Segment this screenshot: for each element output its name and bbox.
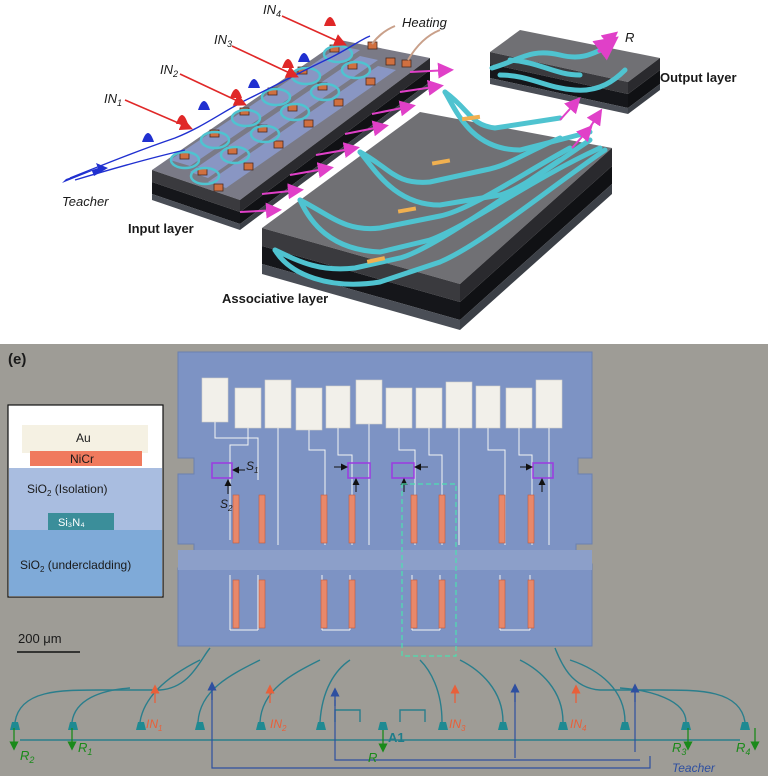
r3-label: R3 bbox=[672, 740, 686, 757]
isolation-label: SiO2 (Isolation) bbox=[27, 482, 108, 498]
top-in2-label: IN2 bbox=[160, 62, 178, 79]
si3n4-label: Si₃N₄ bbox=[58, 517, 85, 529]
sensor-arrows bbox=[224, 463, 546, 494]
a1-region-box bbox=[401, 483, 457, 657]
in4-label: IN4 bbox=[570, 717, 587, 733]
input-layer-label: Input layer bbox=[128, 221, 194, 236]
micrograph-panel: 200 μm (e) S1 S2 A1 IN1 IN2 IN3 IN4 R2 R… bbox=[0, 344, 768, 776]
au-layer bbox=[22, 425, 148, 453]
input-chip bbox=[152, 25, 441, 230]
output-r-label: R bbox=[625, 30, 634, 45]
in1-label: IN1 bbox=[146, 717, 162, 733]
in-arrows bbox=[150, 684, 581, 703]
nicr-layer bbox=[30, 451, 142, 466]
r-center-label: R bbox=[368, 750, 377, 765]
teacher-input-arrows bbox=[207, 681, 640, 706]
input-pulses bbox=[176, 17, 336, 124]
s1-label: S1 bbox=[246, 459, 258, 475]
nicr-label: NiCr bbox=[70, 452, 94, 466]
waveguide-network bbox=[14, 647, 746, 741]
a1-label: A1 bbox=[388, 730, 405, 745]
au-label: Au bbox=[76, 431, 91, 445]
in3-label: IN3 bbox=[449, 717, 466, 733]
input-beams bbox=[124, 15, 347, 131]
top-in3-label: IN3 bbox=[214, 32, 232, 49]
output-arrow bbox=[592, 36, 619, 61]
output-layer-label: Output layer bbox=[660, 70, 737, 85]
output-chip bbox=[489, 30, 660, 114]
top-in4-label: IN4 bbox=[263, 2, 281, 19]
undercladding-label: SiO2 (undercladding) bbox=[20, 558, 131, 574]
top-teacher-label: Teacher bbox=[62, 194, 109, 209]
layer-stack-inset: Au NiCr SiO2 (Isolation) Si₃N₄ SiO2 (und… bbox=[7, 404, 164, 598]
teacher-arrow bbox=[62, 163, 108, 183]
chip-gap bbox=[178, 550, 592, 570]
scale-label: 200 μm bbox=[18, 631, 62, 646]
in2-label: IN2 bbox=[270, 717, 287, 733]
grating-couplers bbox=[10, 722, 750, 730]
r4-label: R4 bbox=[736, 740, 750, 757]
associative-chip bbox=[262, 89, 612, 330]
si3n4-layer bbox=[48, 513, 114, 530]
teacher-pulses bbox=[142, 53, 310, 142]
undercladding-layer bbox=[9, 530, 162, 596]
panel-teacher-label: Teacher bbox=[672, 761, 716, 775]
r1-label: R1 bbox=[78, 740, 92, 757]
s2-label: S2 bbox=[220, 497, 233, 513]
heating-label: Heating bbox=[402, 15, 448, 30]
r2-label: R2 bbox=[20, 748, 34, 765]
associative-layer-label: Associative layer bbox=[222, 291, 328, 306]
top-in1-label: IN1 bbox=[104, 91, 122, 108]
r-arrows bbox=[9, 728, 760, 753]
panel-letter: (e) bbox=[8, 351, 26, 368]
contact-pads bbox=[201, 377, 563, 431]
heater-elements bbox=[232, 494, 535, 629]
schematic-3d: IN1 IN2 IN3 IN4 Heating Teacher Input la… bbox=[62, 2, 737, 330]
